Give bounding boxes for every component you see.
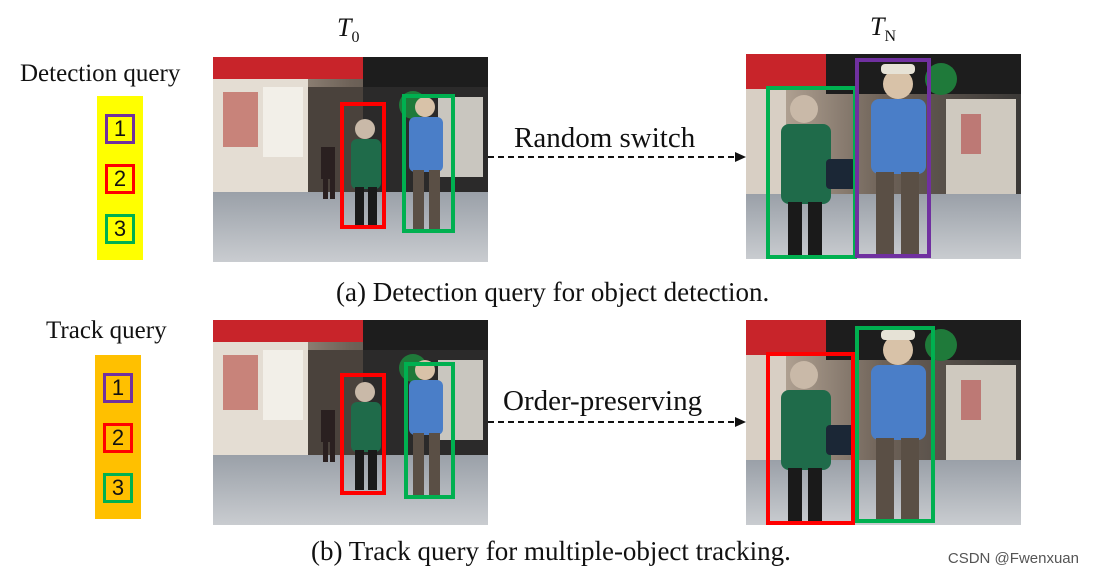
bbox-green — [855, 326, 935, 523]
bbox-green — [402, 94, 455, 233]
bbox-red — [340, 373, 386, 495]
time-label-t0: T0 — [337, 13, 360, 47]
detection-query-title: Detection query — [20, 60, 181, 87]
detection-query-1: 1 — [105, 114, 135, 144]
track-query-1: 1 — [103, 373, 133, 403]
frame-tn-detection — [746, 54, 1021, 259]
bbox-red — [340, 102, 386, 229]
arrow-label-random-switch: Random switch — [512, 122, 698, 155]
detection-query-panel: 1 2 3 — [97, 96, 143, 260]
frame-t0-detection — [213, 57, 488, 262]
bbox-green — [766, 86, 857, 259]
caption-a: (a) Detection query for object detection… — [336, 277, 770, 307]
dashed-arrow-a — [488, 152, 746, 162]
arrow-label-order-preserving: Order-preserving — [501, 385, 705, 418]
detection-query-3: 3 — [105, 214, 135, 244]
bbox-red — [766, 352, 855, 525]
watermark: CSDN @Fwenxuan — [947, 550, 1079, 567]
bbox-purple — [855, 58, 931, 258]
time-label-tn: TN — [870, 12, 897, 46]
frame-tn-track — [746, 320, 1021, 525]
dashed-arrow-b — [488, 417, 746, 427]
frame-t0-track — [213, 320, 488, 525]
bbox-green — [404, 362, 455, 499]
track-query-2: 2 — [103, 423, 133, 453]
track-query-title: Track query — [46, 317, 167, 344]
caption-b: (b) Track query for multiple-object trac… — [311, 536, 791, 566]
detection-query-2: 2 — [105, 164, 135, 194]
track-query-3: 3 — [103, 473, 133, 503]
track-query-panel: 1 2 3 — [95, 355, 141, 519]
